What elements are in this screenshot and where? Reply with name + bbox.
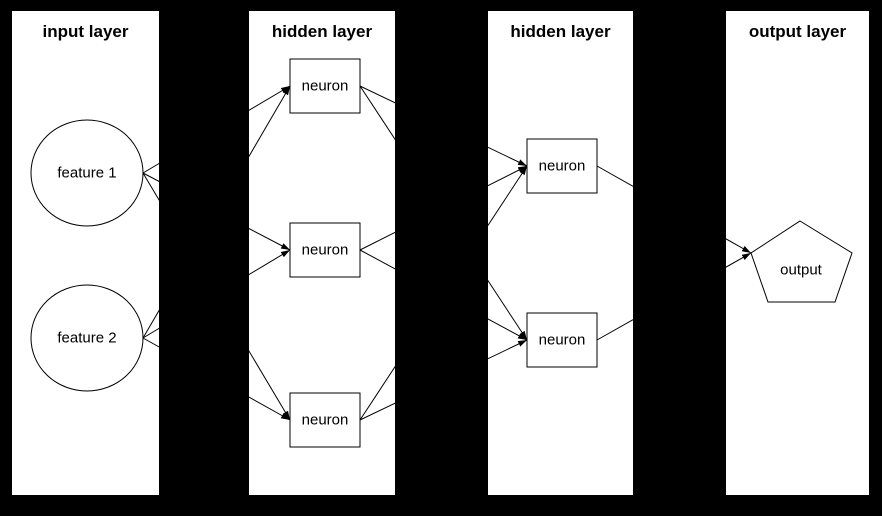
node-label-hidden2-neuron-2: neuron <box>539 332 586 349</box>
node-label-hidden2-neuron-1: neuron <box>539 158 586 175</box>
node-feature-1 <box>30 119 144 227</box>
node-hidden1-neuron-3 <box>289 392 361 448</box>
node-hidden1-neuron-2 <box>289 222 361 278</box>
layer-title-1: hidden layer <box>272 22 373 41</box>
node-feature-2 <box>30 284 144 392</box>
node-label-hidden1-neuron-1: neuron <box>302 78 349 95</box>
node-label-hidden1-neuron-2: neuron <box>302 242 349 259</box>
node-hidden2-neuron-1 <box>526 138 598 194</box>
node-output-node <box>750 220 853 303</box>
layer-panel-2 <box>488 11 633 495</box>
layer-title-3: output layer <box>749 22 847 41</box>
node-label-output-node: output <box>780 262 823 279</box>
node-hidden1-neuron-1 <box>289 58 361 114</box>
node-label-hidden1-neuron-3: neuron <box>302 412 349 429</box>
layer-title-0: input layer <box>43 22 129 41</box>
node-hidden2-neuron-2 <box>526 312 598 368</box>
layer-panel-0 <box>12 11 159 495</box>
layer-title-2: hidden layer <box>510 22 611 41</box>
node-label-feature-1: feature 1 <box>57 165 116 182</box>
node-label-feature-2: feature 2 <box>57 330 116 347</box>
